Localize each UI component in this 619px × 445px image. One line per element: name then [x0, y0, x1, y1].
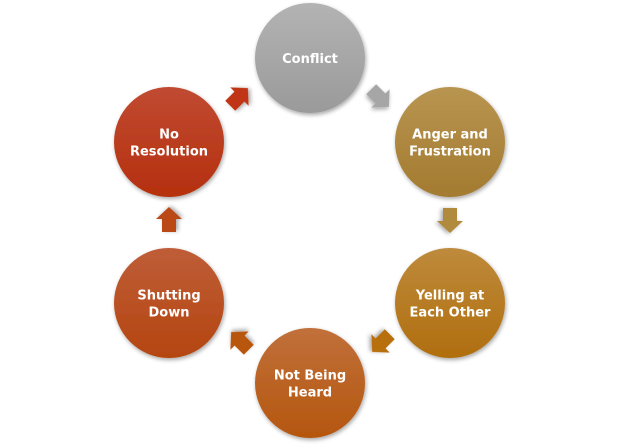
node-yelling-at-each-other: Yelling at Each Other	[395, 248, 505, 358]
node-label: Frustration	[409, 145, 491, 160]
node-label: Yelling at	[415, 289, 484, 304]
node-circle	[255, 3, 365, 113]
node-circle	[395, 248, 505, 358]
node-label: Resolution	[130, 145, 208, 160]
node-label: Conflict	[282, 52, 338, 67]
arrow-shutting-down-to-no-resolution-icon	[156, 207, 182, 232]
node-circle	[255, 328, 365, 438]
node-label: Anger and	[412, 128, 488, 143]
arrow-conflict-to-anger-and-frustration-icon	[366, 84, 390, 108]
node-label: No	[159, 128, 179, 143]
node-label: Heard	[288, 386, 332, 401]
arrows-layer	[156, 84, 463, 355]
node-circle	[395, 87, 505, 197]
node-label: Shutting	[137, 289, 200, 304]
node-circle	[114, 87, 224, 197]
node-label: Each Other	[410, 306, 491, 321]
arrow-yelling-at-each-other-to-not-being-heard-icon	[371, 329, 395, 353]
node-circle	[114, 248, 224, 358]
arrow-not-being-heard-to-shutting-down-icon	[230, 331, 254, 355]
arrow-no-resolution-to-conflict-icon	[225, 87, 249, 111]
node-label: Down	[149, 306, 190, 321]
node-label: Not Being	[274, 369, 346, 384]
arrow-anger-and-frustration-to-yelling-at-each-other-icon	[437, 208, 463, 233]
node-conflict: Conflict	[255, 3, 365, 113]
